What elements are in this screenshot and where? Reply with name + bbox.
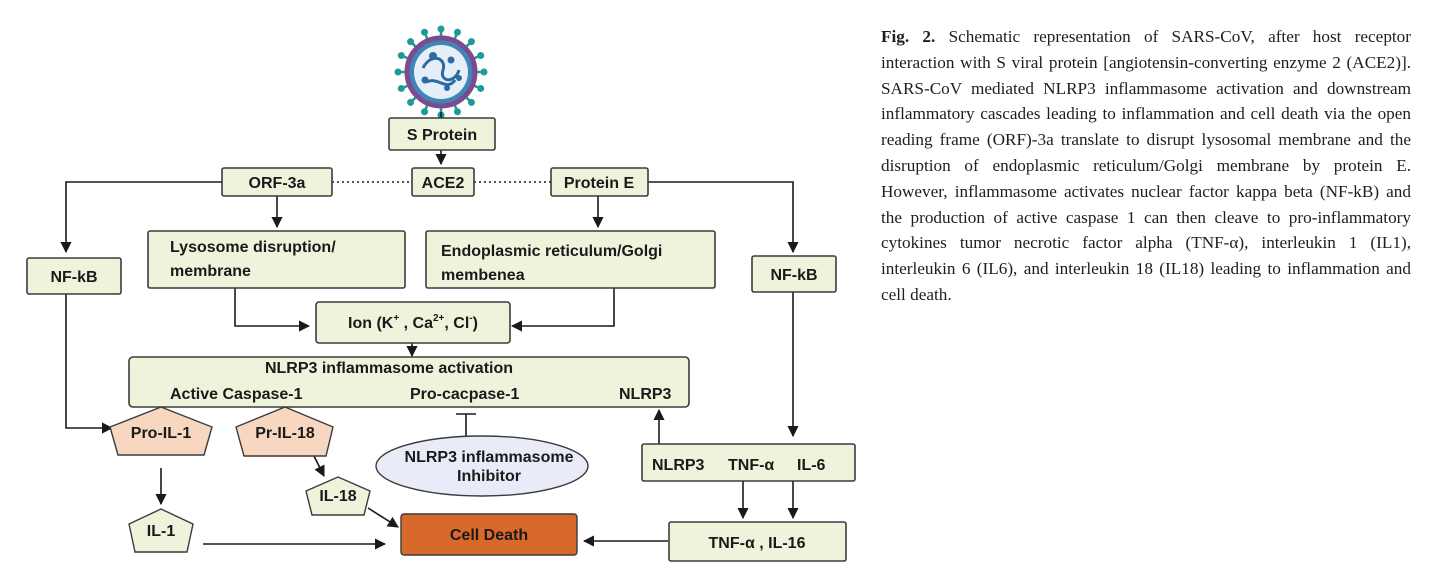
- il18-to-celldeath-arrow: [367, 507, 399, 528]
- svg-text:ORF-3a: ORF-3a: [249, 175, 306, 192]
- virus-spike-tip: [477, 52, 485, 60]
- nlrp3-inhibitor-ellipse: NLRP3 inflammasome Inhibitor: [375, 435, 589, 497]
- virus-spike-tip: [407, 38, 415, 46]
- nfkb-to-proil1-arrow: [65, 294, 114, 434]
- svg-text:Active Caspase-1: Active Caspase-1: [170, 386, 303, 403]
- ion-box: Ion (K+ , Ca2+, Cl-): [315, 301, 511, 344]
- figure-caption-text: Schematic representation of SARS-CoV, af…: [881, 27, 1411, 304]
- virus-spike-tip: [421, 108, 429, 116]
- svg-text:NLRP3 inflammasome: NLRP3 inflammasome: [405, 449, 574, 466]
- svg-text:Protein E: Protein E: [564, 175, 635, 192]
- svg-text:Ion (K+ , Ca2+, Cl-): Ion (K+ , Ca2+, Cl-): [348, 313, 478, 332]
- nfkb-right-box: NF-kB: [751, 255, 837, 293]
- figure-label: Fig. 2.: [881, 27, 936, 46]
- ace2-box: ACE2: [411, 167, 475, 197]
- svg-text:Pro-IL-1: Pro-IL-1: [131, 425, 192, 442]
- s-protein-box: S Protein: [388, 117, 496, 151]
- svg-text:Pro-cacpase-1: Pro-cacpase-1: [410, 386, 519, 403]
- virus-spike-tip: [467, 38, 475, 46]
- virus-spike-tip: [397, 52, 405, 60]
- svg-text:TNF-α: TNF-α: [728, 457, 774, 474]
- virus-spike-tip: [394, 68, 402, 76]
- svg-text:TNF-α , IL-16: TNF-α , IL-16: [709, 535, 806, 552]
- svg-text:NLRP3: NLRP3: [619, 386, 672, 403]
- pathway-diagram: S Protein ORF-3a ACE2 Protein E NF-kB NF…: [26, 25, 856, 562]
- svg-text:Pr-IL-18: Pr-IL-18: [255, 425, 315, 442]
- orf3a-box: ORF-3a: [221, 167, 333, 197]
- svg-text:NLRP3: NLRP3: [652, 457, 705, 474]
- virus-spike-tip: [453, 108, 461, 116]
- il18-pentagon: IL-18: [305, 476, 371, 516]
- figure-caption: Fig. 2. Schematic representation of SARS…: [881, 24, 1411, 308]
- pro-il1-pentagon: Pro-IL-1: [109, 406, 213, 456]
- virus-spike-tip: [480, 68, 488, 76]
- svg-text:NF-kB: NF-kB: [770, 267, 817, 284]
- svg-text:Cell Death: Cell Death: [450, 527, 528, 544]
- virus-spike-tip: [437, 25, 445, 33]
- tnf-il16-box: TNF-α , IL-16: [668, 521, 847, 562]
- er-to-ion-arrow: [510, 288, 615, 332]
- coronavirus-icon: [394, 25, 488, 119]
- cytokines-box: NLRP3 TNF-α IL-6: [641, 443, 856, 482]
- svg-text:Inhibitor: Inhibitor: [457, 468, 521, 485]
- er-golgi-box: Endoplasmic reticulum/Golgi membenea: [425, 230, 716, 289]
- svg-text:membrane: membrane: [170, 263, 251, 280]
- nlrp3-activation-box: NLRP3 inflammasome activation Active Cas…: [128, 356, 690, 408]
- virus-spike-tip: [397, 84, 405, 92]
- pr-il18-pentagon: Pr-IL-18: [235, 406, 334, 457]
- virus-spike-tip: [477, 84, 485, 92]
- lysosome-to-ion-arrow: [234, 288, 311, 332]
- il1-pentagon: IL-1: [128, 508, 194, 553]
- svg-text:NLRP3 inflammasome activation: NLRP3 inflammasome activation: [265, 360, 513, 377]
- virus-spike-tip: [453, 28, 461, 36]
- svg-text:S Protein: S Protein: [407, 127, 477, 144]
- svg-text:IL-1: IL-1: [147, 523, 176, 540]
- protein-e-box: Protein E: [550, 167, 649, 197]
- lysosome-box: Lysosome disruption/ membrane: [147, 230, 406, 289]
- orf3a-to-nfkb-arrow: [60, 181, 222, 254]
- cell-death-box: Cell Death: [400, 513, 578, 556]
- svg-text:NF-kB: NF-kB: [50, 269, 97, 286]
- pril18-to-il18-arrow: [313, 455, 325, 478]
- virus-spike-tip: [407, 98, 415, 106]
- proteine-to-nfkb-arrow: [648, 181, 799, 254]
- virus-spike-tip: [421, 28, 429, 36]
- virus-spike-tip: [467, 98, 475, 106]
- svg-text:Endoplasmic reticulum/Golgi: Endoplasmic reticulum/Golgi: [441, 243, 662, 260]
- svg-text:Lysosome disruption/: Lysosome disruption/: [170, 239, 336, 256]
- svg-text:ACE2: ACE2: [422, 175, 465, 192]
- svg-text:membenea: membenea: [441, 267, 525, 284]
- svg-text:IL-18: IL-18: [319, 488, 356, 505]
- nfkb-left-box: NF-kB: [26, 257, 122, 295]
- svg-text:IL-6: IL-6: [797, 457, 826, 474]
